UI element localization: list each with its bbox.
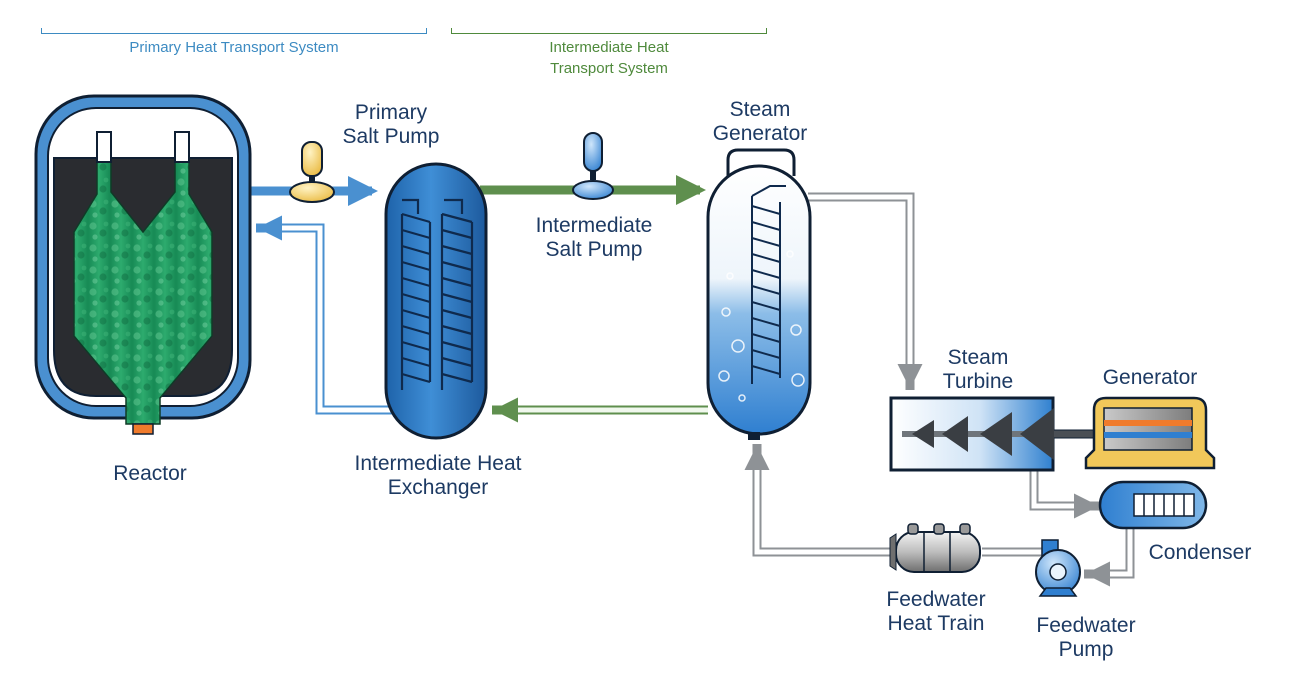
steam-turbine-label: Steam Turbine xyxy=(942,346,1014,393)
steam-bubbles xyxy=(718,250,805,402)
primary-system-label: Primary Heat Transport System xyxy=(129,39,339,56)
primary-salt-pump-label: Primary Salt Pump xyxy=(342,101,440,148)
feedwater-heat-train-label: Feedwater Heat Train xyxy=(886,588,986,635)
feedwater-pump xyxy=(1035,539,1081,597)
intermediate-heat-exchanger-label: Intermediate Heat Exchanger xyxy=(354,452,522,499)
condenser-label: Condenser xyxy=(1148,541,1252,564)
intermediate-system-bracket xyxy=(451,28,767,34)
intermediate-salt-pump xyxy=(572,132,614,200)
intermediate-salt-pump-label: Intermediate Salt Pump xyxy=(535,214,653,261)
intermediate-system-label: Intermediate Heat Transport System xyxy=(549,39,669,77)
primary-loop-pipes xyxy=(248,176,395,415)
ihx-coils xyxy=(400,198,474,390)
steam-generator xyxy=(706,148,812,440)
feedwater-pump-label: Feedwater Pump xyxy=(1036,614,1136,661)
steam-generator-label: Steam Generator xyxy=(712,98,808,145)
steam-water-pipes xyxy=(744,192,1135,587)
feedwater-heat-train xyxy=(889,523,981,573)
primary-salt-pump xyxy=(289,141,335,203)
steam-turbine xyxy=(889,396,1104,472)
electric-generator xyxy=(1084,396,1216,470)
primary-system-bracket xyxy=(41,28,427,34)
intermediate-heat-exchanger xyxy=(384,162,488,440)
pebble-bed-core xyxy=(73,159,213,425)
reactor-vessel xyxy=(34,94,252,435)
reactor-label: Reactor xyxy=(113,462,187,485)
generator-label: Generator xyxy=(1102,366,1198,389)
condenser xyxy=(1098,480,1208,530)
sg-coil xyxy=(751,185,786,384)
